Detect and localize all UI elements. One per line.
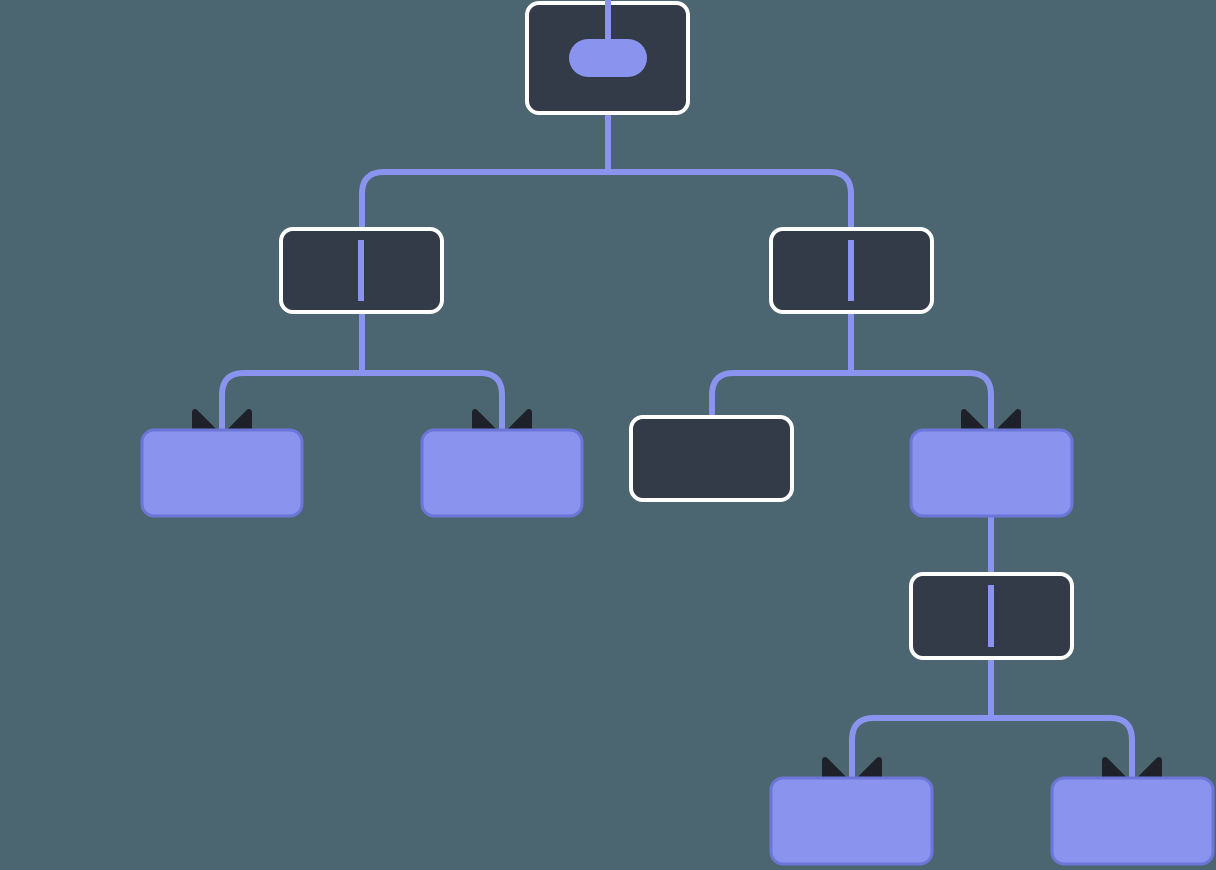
root-node[interactable] — [525, 0, 690, 115]
edge-level1-left-to-leftleft-leaf — [219, 370, 362, 448]
level3-dark-node-through-line-glyph — [988, 585, 994, 647]
edge-level3-to-left-leaf — [849, 715, 991, 796]
root-node-pill-glyph — [569, 39, 647, 77]
level4-left-leaf[interactable] — [769, 776, 934, 866]
nodes-layer — [140, 0, 1215, 866]
level2-rightleft-node[interactable] — [629, 415, 794, 502]
level2-leftleft-leaf-body[interactable] — [140, 428, 304, 518]
level4-right-leaf-body[interactable] — [1050, 776, 1215, 866]
level1-right-node[interactable] — [769, 227, 934, 314]
level4-left-leaf-body[interactable] — [769, 776, 934, 866]
level2-rightleft-node-body[interactable] — [629, 415, 794, 502]
edge-level3-to-right-leaf — [991, 715, 1135, 796]
level2-leftright-leaf[interactable] — [420, 428, 584, 518]
edge-root-to-level1-left — [359, 169, 608, 229]
edges-layer — [219, 113, 1135, 796]
level2-leftleft-leaf[interactable] — [140, 428, 304, 518]
level4-right-leaf[interactable] — [1050, 776, 1215, 866]
level1-left-node[interactable] — [279, 227, 444, 314]
level2-leftright-leaf-body[interactable] — [420, 428, 584, 518]
edge-level1-right-to-rightleft-node — [709, 370, 851, 415]
level3-dark-node[interactable] — [909, 572, 1074, 660]
level1-right-node-through-line-glyph — [848, 240, 854, 301]
edge-level1-left-to-leftright-leaf — [362, 370, 505, 448]
root-node-stem-glyph — [605, 0, 611, 55]
edge-level1-right-to-rightright-node — [851, 370, 994, 448]
edge-root-to-level1-right — [608, 169, 854, 229]
level2-rightright-node-body[interactable] — [909, 428, 1074, 518]
level1-left-node-through-line-glyph — [358, 240, 364, 301]
level2-rightright-node[interactable] — [909, 428, 1074, 518]
